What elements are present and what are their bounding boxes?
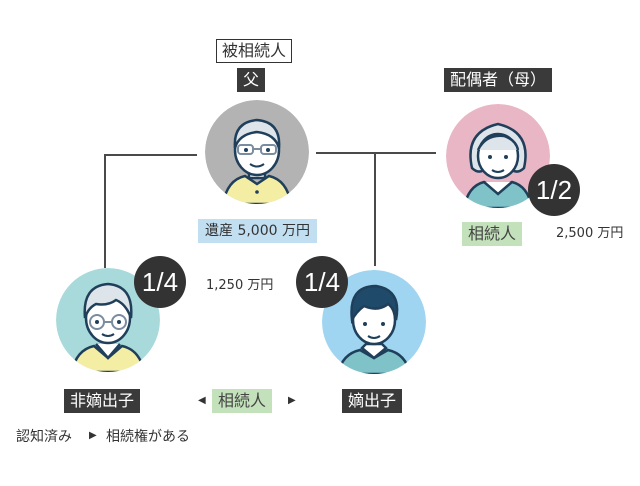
illegit-amount: 1,250 万円 [206, 278, 274, 293]
illegit-share-badge: 1/4 [134, 256, 186, 308]
spouse-share-badge: 1/2 [528, 164, 580, 216]
deceased-role-label: 被相続人 [216, 39, 293, 63]
elderly-man-avatar-icon [205, 100, 309, 204]
children-heir-label: 相続人 [212, 389, 273, 413]
legit-share-badge: 1/4 [296, 256, 348, 308]
connector-father-spouse [316, 152, 436, 154]
triangle-right-icon: ▶ [288, 395, 296, 406]
note-condition: 認知済み [16, 429, 72, 445]
connector-father-left [105, 154, 197, 156]
elderly-woman-avatar-icon [446, 104, 550, 208]
connector-legit-vertical [374, 152, 376, 266]
young-man-avatar-icon [322, 270, 426, 374]
note-result: 相続権がある [106, 429, 190, 445]
estate-label: 遺産 5,000 万円 [198, 219, 317, 243]
spouse-amount: 2,500 万円 [556, 226, 624, 241]
spouse-heir-label: 相続人 [462, 222, 523, 246]
spouse-name-label: 配偶者（母） [444, 68, 553, 92]
young-man-glasses-avatar-icon [56, 268, 160, 372]
legit-name-label: 嫡出子 [342, 389, 403, 413]
triangle-right-icon: ▶ [89, 430, 97, 441]
father-name-label: 父 [237, 68, 266, 92]
triangle-left-icon: ◀ [198, 395, 206, 406]
connector-illegit-vertical [104, 154, 106, 268]
illegit-name-label: 非嫡出子 [64, 389, 141, 413]
